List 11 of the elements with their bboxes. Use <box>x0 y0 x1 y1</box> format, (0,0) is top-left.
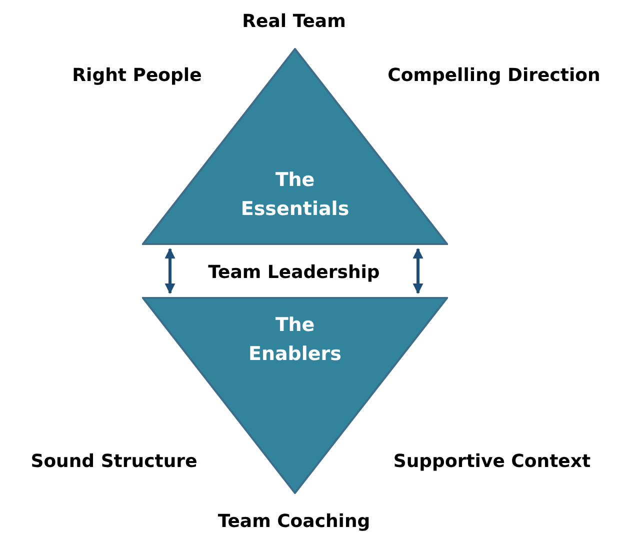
text-label: Team Coaching <box>218 510 370 534</box>
text-label: Compelling Direction <box>388 64 600 88</box>
double-arrow <box>412 248 424 294</box>
text-label: Real Team <box>242 10 346 34</box>
double-arrow <box>164 248 176 294</box>
triangle-label: The Enablers <box>247 313 342 367</box>
text-label: Team Leadership <box>208 261 380 285</box>
text-label: Sound Structure <box>30 450 198 474</box>
text-label: Supportive Context <box>393 450 591 474</box>
text-label: Right People <box>72 64 202 88</box>
triangle-label: The Essentials <box>240 168 350 222</box>
